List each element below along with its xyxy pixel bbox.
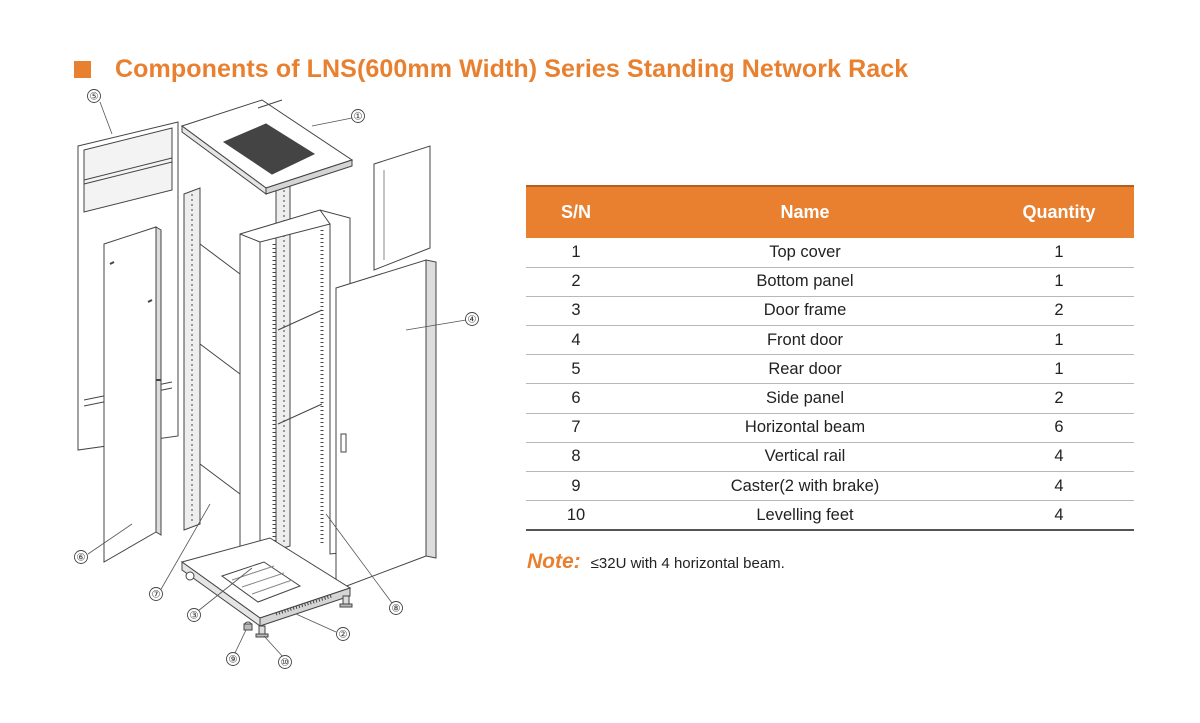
- note-label: Note:: [527, 550, 581, 573]
- callout-leaders: [87, 101, 467, 659]
- front-door-drawing: [335, 259, 437, 591]
- cell-sn: 1: [571, 242, 581, 261]
- cell-quantity: 4: [1054, 476, 1064, 495]
- components-table: S/N Name Quantity 1 Top cover 1 2 Bottom pa…: [526, 185, 1134, 531]
- cell-name: Bottom panel: [756, 272, 854, 291]
- cell-sn: 8: [571, 447, 581, 466]
- cell-sn: 4: [571, 330, 581, 349]
- page-title: Components of LNS(600mm Width) Series St…: [115, 54, 909, 83]
- callout-4: ④: [468, 315, 477, 326]
- callout-circles: [74, 89, 479, 669]
- cell-quantity: 6: [1054, 418, 1064, 437]
- cell-quantity: 1: [1054, 359, 1064, 378]
- vertical-rails-drawing: [272, 230, 324, 544]
- table-row: 8 Vertical rail 4: [526, 442, 1134, 472]
- table-row: 7 Horizontal beam 6: [526, 413, 1134, 443]
- cell-quantity: 4: [1054, 447, 1064, 466]
- side-panel-right-drawing: [373, 145, 431, 271]
- cell-name: Levelling feet: [756, 505, 854, 524]
- cell-sn: 9: [571, 476, 581, 495]
- header-name: Name: [780, 202, 830, 222]
- callout-labels: ⑤ ① ④ ⑥ ⑦ ③ ⑧ ② ⑨ ⑩: [77, 92, 477, 669]
- cell-sn: 5: [571, 359, 581, 378]
- cell-name: Top cover: [769, 242, 841, 261]
- cell-quantity: 1: [1054, 272, 1064, 291]
- callout-3: ③: [190, 611, 199, 622]
- table-header-row: S/N Name Quantity: [526, 186, 1134, 238]
- callout-5: ⑤: [90, 92, 99, 103]
- title-square-icon: [74, 60, 91, 78]
- cell-name: Rear door: [768, 359, 842, 378]
- note: Note: ≤32U with 4 horizontal beam.: [527, 550, 785, 574]
- cell-name: Door frame: [763, 301, 847, 320]
- cell-quantity: 1: [1054, 330, 1064, 349]
- side-panel-left-drawing: [103, 226, 162, 563]
- exploded-rack-diagram: ⑤ ① ④ ⑥ ⑦ ③ ⑧ ② ⑨ ⑩: [74, 89, 479, 669]
- callout-9: ⑨: [229, 655, 238, 666]
- table-row: 3 Door frame 2: [526, 296, 1134, 326]
- page-header: Components of LNS(600mm Width) Series St…: [74, 52, 908, 86]
- callout-10: ⑩: [281, 658, 290, 669]
- header-quantity: Quantity: [1022, 202, 1096, 222]
- callout-6: ⑥: [77, 553, 86, 564]
- table-header: S/N Name Quantity: [526, 186, 1134, 238]
- cell-quantity: 2: [1054, 301, 1064, 320]
- cell-name: Horizontal beam: [744, 418, 866, 437]
- cell-name: Vertical rail: [764, 447, 846, 466]
- table-row: 10 Levelling feet 4: [526, 501, 1134, 530]
- cell-quantity: 1: [1054, 242, 1064, 261]
- header-sn: S/N: [560, 202, 591, 222]
- table-row: 6 Side panel 2: [526, 384, 1134, 414]
- callout-7: ⑦: [152, 590, 161, 601]
- note-text: ≤32U with 4 horizontal beam.: [590, 555, 785, 572]
- cell-name: Caster(2 with brake): [730, 476, 880, 495]
- callout-8: ⑧: [392, 604, 401, 615]
- table-row: 2 Bottom panel 1: [526, 267, 1134, 297]
- cell-sn: 7: [571, 418, 581, 437]
- callout-2: ②: [339, 630, 348, 641]
- frame-drawing: [183, 183, 291, 551]
- bottom-panel-drawing: [180, 537, 352, 627]
- callout-1: ①: [354, 112, 363, 123]
- cell-quantity: 2: [1054, 389, 1064, 408]
- casters-drawing: [185, 571, 253, 631]
- table-row: 4 Front door 1: [526, 326, 1134, 355]
- top-cover-drawing: [180, 99, 354, 195]
- cell-name: Front door: [766, 330, 844, 349]
- door-frame-drawing: [239, 209, 351, 557]
- cell-sn: 3: [571, 301, 581, 320]
- table-row: 9 Caster(2 with brake) 4: [526, 472, 1134, 501]
- cell-sn: 2: [571, 272, 581, 291]
- table-row: 5 Rear door 1: [526, 355, 1134, 384]
- cell-name: Side panel: [766, 389, 844, 408]
- cell-quantity: 4: [1054, 505, 1064, 524]
- levelling-feet-drawing: [255, 595, 353, 638]
- cell-sn: 10: [566, 505, 586, 524]
- table-row: 1 Top cover 1: [526, 238, 1134, 268]
- cell-sn: 6: [571, 389, 581, 408]
